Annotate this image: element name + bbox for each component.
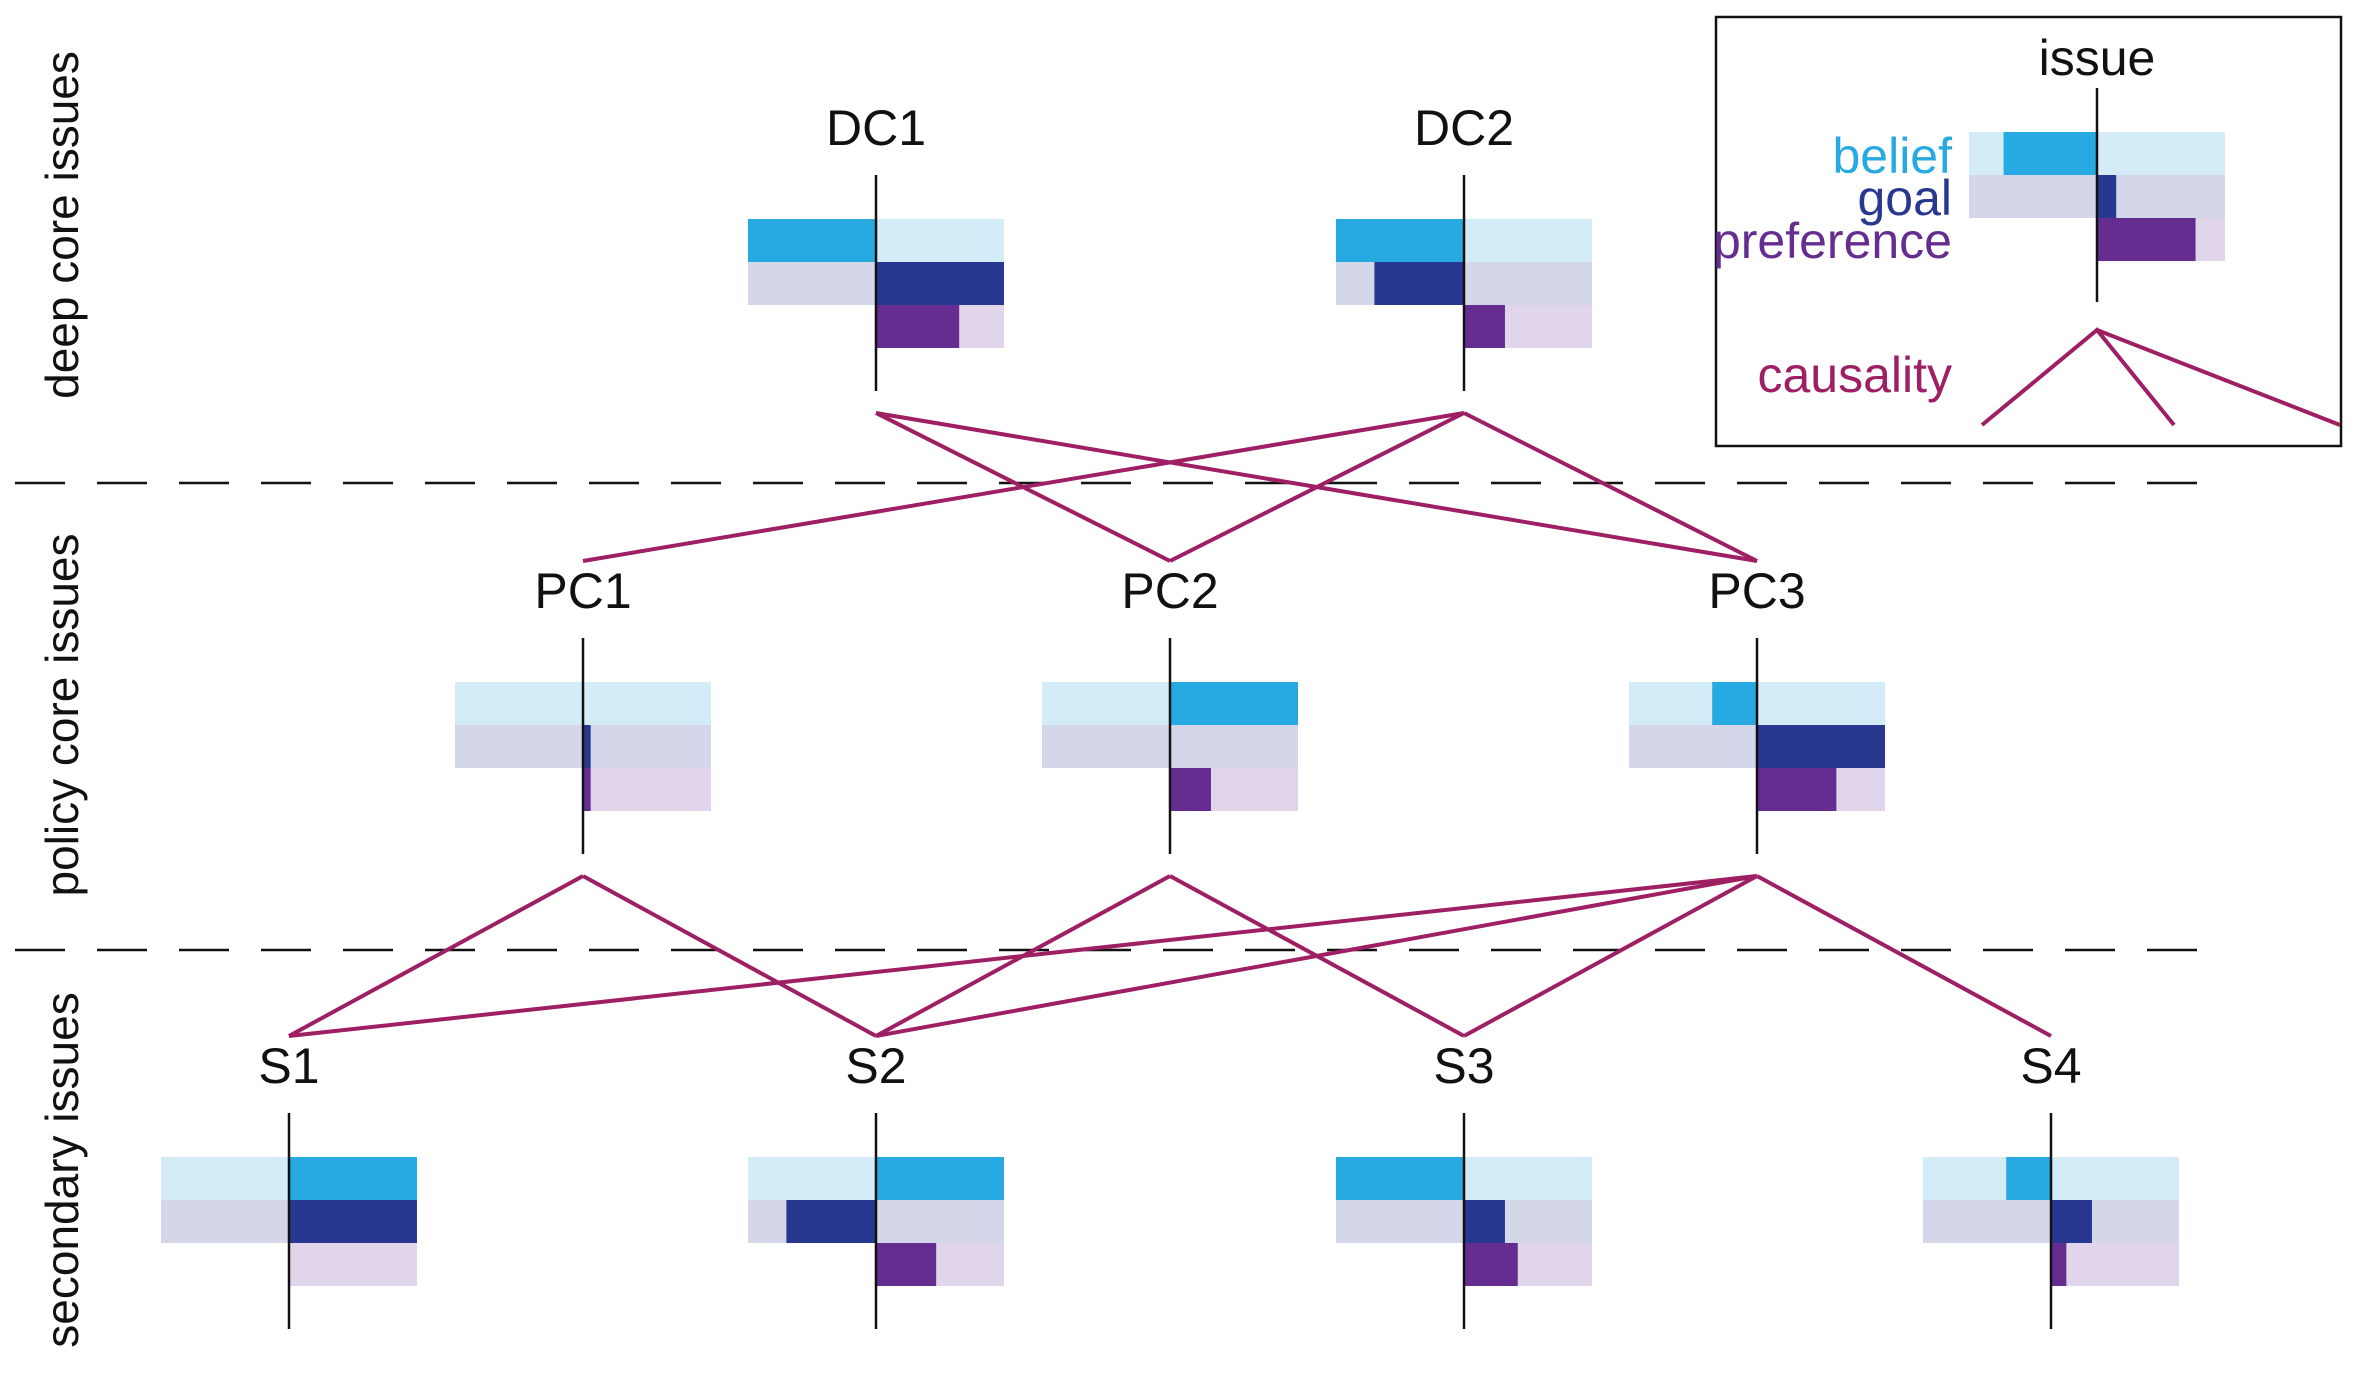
issue-pc3-preference-bar (1757, 768, 1837, 811)
legend-belief-label: belief (1832, 128, 1952, 184)
issue-pc3-belief-bar (1712, 682, 1757, 725)
issue-s2-node: S2 (748, 1038, 1004, 1329)
issue-dc2-goal-bar (1374, 262, 1464, 305)
causality-link-dc2-pc2 (1169, 411, 1465, 563)
issue-dc2-belief-bar (1336, 219, 1464, 262)
causality-link-pc3-s1 (288, 874, 1758, 1038)
causality-link-pc1-s1 (288, 874, 584, 1038)
legend-frame (1714, 15, 2343, 448)
issue-s3-belief-bar (1336, 1157, 1464, 1200)
issue-pc2-node: PC2 (1042, 563, 1298, 854)
issue-s4-node: S4 (1923, 1038, 2179, 1329)
issue-s2-label: S2 (845, 1038, 906, 1094)
issue-s2-goal-bar (786, 1200, 876, 1243)
issue-dc1-label: DC1 (826, 100, 926, 156)
level-label-policy: policy core issues (36, 533, 88, 896)
issue-dc2-preference-bar (1464, 305, 1505, 348)
legend-goal-label: goal (1857, 170, 1952, 226)
legend-issue-label: issue (2039, 30, 2156, 86)
legend: issue belief goal preference causality (1713, 15, 2343, 448)
issue-dc1-node: DC1 (748, 100, 1004, 391)
issue-pc1-node: PC1 (455, 563, 711, 854)
issue-s4-label: S4 (2020, 1038, 2081, 1094)
issue-s3-preference-bar (1464, 1243, 1518, 1286)
issue-s4-goal-bar (2051, 1200, 2092, 1243)
issue-pc3-label: PC3 (1708, 563, 1805, 619)
legend-causality-label: causality (1757, 347, 1952, 403)
level-label-deep: deep core issues (36, 51, 88, 399)
issue-s3-node: S3 (1336, 1038, 1592, 1329)
issue-pc3-node: PC3 (1629, 563, 1885, 854)
issue-pc1-goal-bar (583, 725, 591, 768)
legend-causality-line (2096, 328, 2341, 427)
issue-pc2-preference-bar (1170, 768, 1211, 811)
issue-s1-goal-bar (289, 1200, 417, 1243)
causality-link-pc3-s3 (1463, 874, 1758, 1038)
issue-s4-belief-bar (2006, 1157, 2051, 1200)
causality-link-pc1-s2 (582, 874, 877, 1038)
issue-pc2-label: PC2 (1121, 563, 1218, 619)
legend-issue-glyph (1969, 88, 2225, 302)
issue-s1-node: S1 (161, 1038, 417, 1329)
issue-pc3-goal-bar (1757, 725, 1885, 768)
legend-preference-label: preference (1713, 213, 1952, 269)
issue-s1-preference-track (289, 1243, 417, 1286)
legend-example-belief-bar (2003, 132, 2097, 175)
issue-dc1-goal-bar (876, 262, 1004, 305)
causality-link-dc2-pc3 (1463, 411, 1758, 563)
level-label-secondary: secondary issues (36, 992, 88, 1347)
issue-dc2-node: DC2 (1336, 100, 1592, 391)
causality-link-dc2-pc1 (582, 411, 1465, 563)
issue-pc2-belief-bar (1170, 682, 1298, 725)
issue-s2-preference-bar (876, 1243, 937, 1286)
issue-s3-label: S3 (1433, 1038, 1494, 1094)
issue-s1-belief-bar (289, 1157, 417, 1200)
issue-dc1-belief-bar (748, 219, 876, 262)
issue-pc1-preference-bar (583, 768, 591, 811)
issue-pc1-preference-track (583, 768, 711, 811)
issue-dc1-preference-bar (876, 305, 960, 348)
causality-link-pc3-s4 (1756, 874, 2052, 1038)
legend-example-goal-bar (2097, 175, 2117, 218)
issue-s4-preference-bar (2051, 1243, 2067, 1286)
legend-example-preference-bar (2097, 218, 2196, 261)
issue-pc1-label: PC1 (534, 563, 631, 619)
causality-links (288, 411, 2052, 1038)
causality-link-pc3-s2 (875, 874, 1758, 1038)
issue-s4-preference-track (2051, 1243, 2179, 1286)
issue-s3-goal-bar (1464, 1200, 1505, 1243)
issue-s1-label: S1 (258, 1038, 319, 1094)
issue-s2-belief-bar (876, 1157, 1004, 1200)
issue-dc2-label: DC2 (1414, 100, 1514, 156)
